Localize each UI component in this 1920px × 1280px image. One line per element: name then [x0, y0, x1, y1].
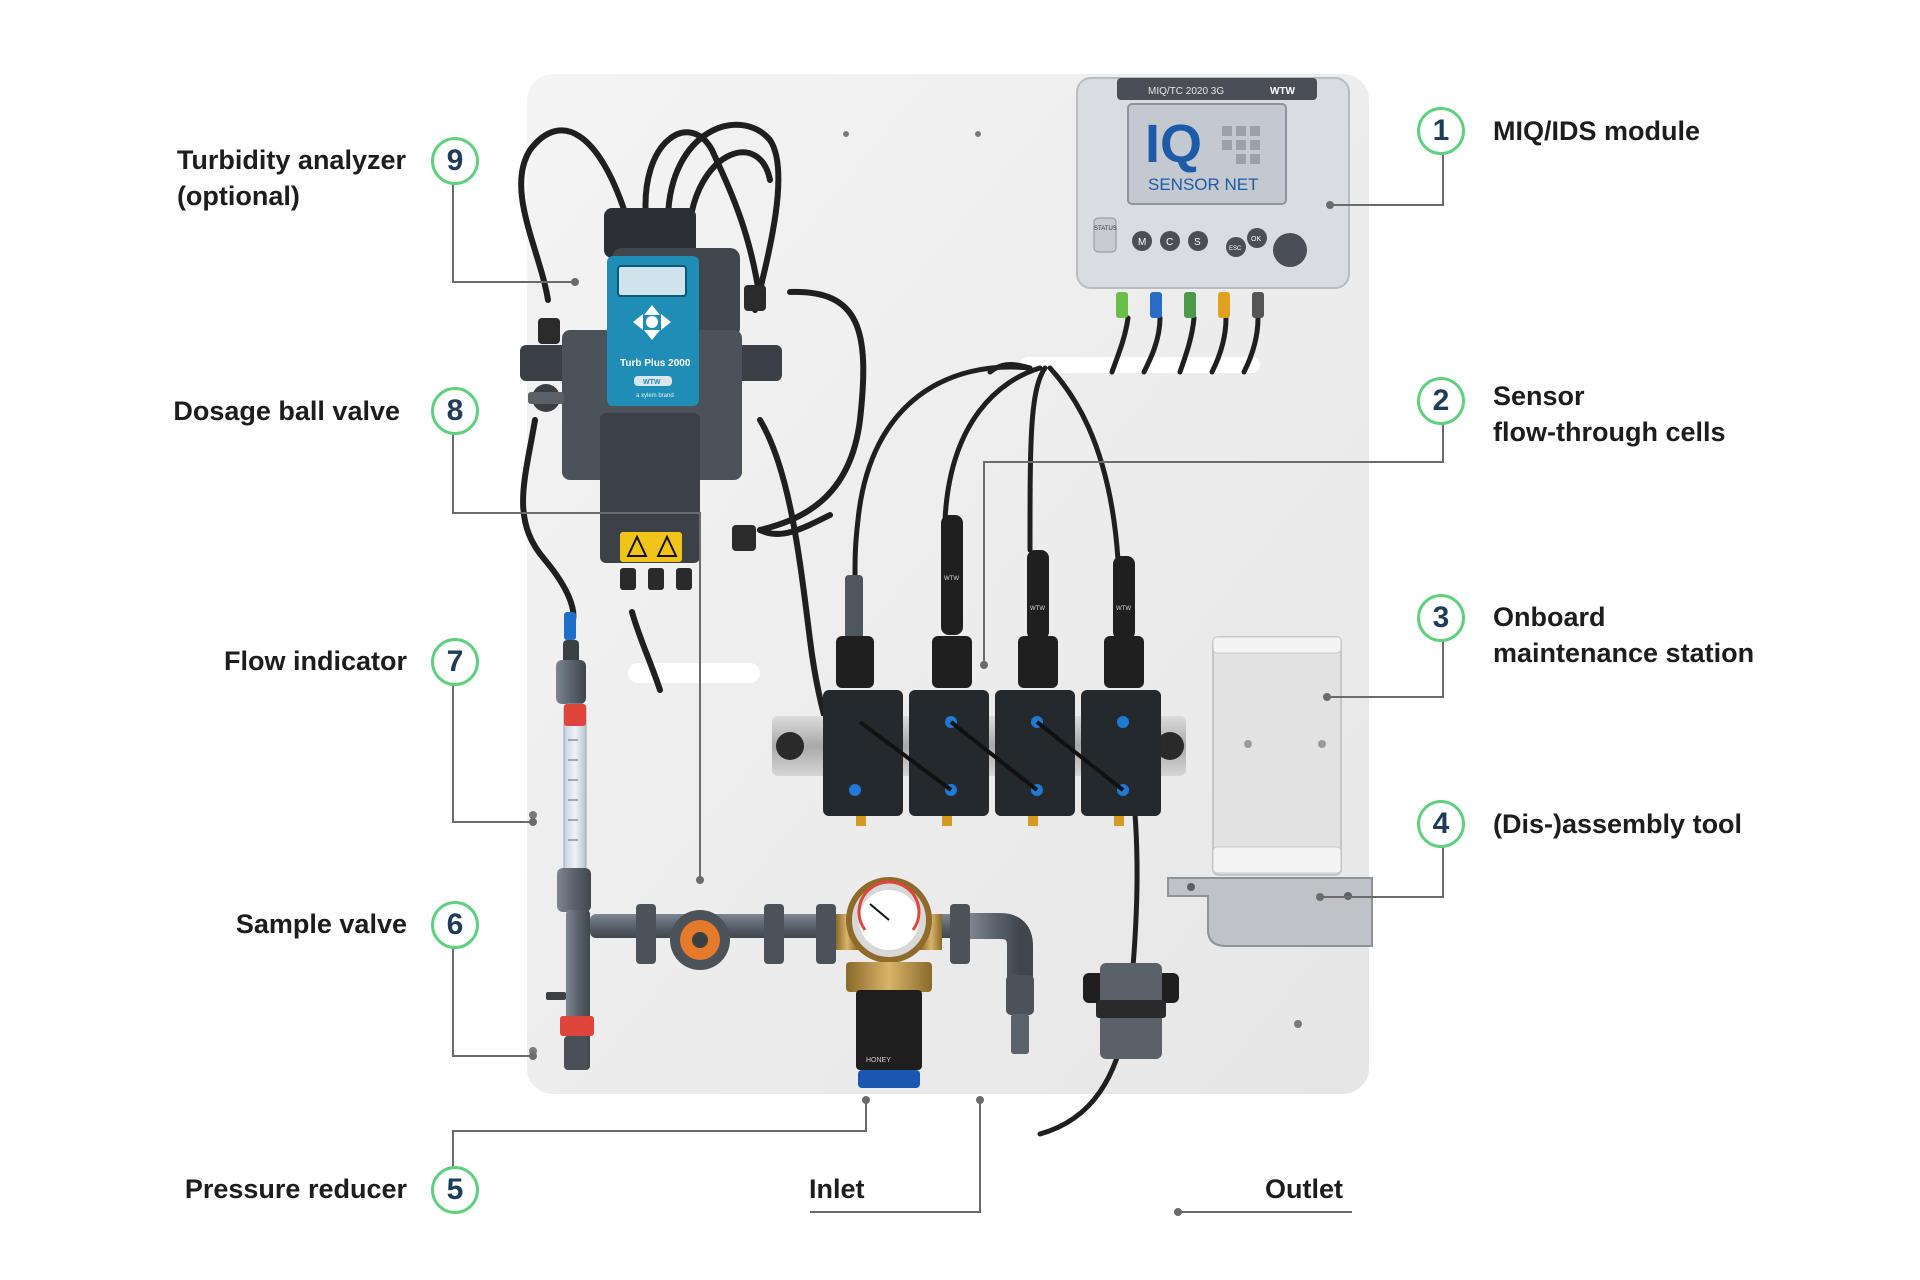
- status-key-label: STATUS: [1094, 226, 1117, 232]
- label-line: Flow indicator: [223, 646, 407, 676]
- panel-slot: [1020, 357, 1260, 373]
- label-line: MIQ/IDS module: [1493, 116, 1701, 146]
- callout-badge-8: 8: [431, 387, 479, 435]
- warning-icon: [620, 532, 682, 562]
- callout-badge-1: 1: [1417, 107, 1465, 155]
- callout-badge-3: 3: [1417, 594, 1465, 642]
- key-esc-label: ESC: [1229, 246, 1242, 252]
- sensor-flow-cells: [823, 690, 1161, 826]
- iq-logo-text: IQ: [1145, 114, 1202, 174]
- analyzer-fittings: [538, 285, 766, 551]
- label-disassembly-tool: (Dis-)assembly tool: [1493, 806, 1742, 842]
- analyzer-display: [617, 265, 687, 297]
- cable-glands: [620, 568, 692, 590]
- label-line: maintenance station: [1493, 638, 1755, 668]
- controller-connectors: [1116, 292, 1264, 318]
- label-line: Onboard: [1493, 602, 1606, 632]
- label-miq-ids-module: MIQ/IDS module: [1493, 113, 1700, 149]
- key-s[interactable]: [1188, 231, 1208, 251]
- rail-knob-icon[interactable]: [776, 732, 804, 760]
- sample-valve-icon[interactable]: [546, 992, 566, 1000]
- sensor-net-text: SENSOR NET: [1148, 175, 1259, 194]
- callout-badge-4: 4: [1417, 800, 1465, 848]
- label-maintenance-station: Onboard maintenance station: [1493, 599, 1754, 671]
- label-line: (Dis-)assembly tool: [1493, 809, 1743, 839]
- callout-badge-2: 2: [1417, 377, 1465, 425]
- label-line: Pressure reducer: [184, 1174, 407, 1204]
- label-pressure-reducer: Pressure reducer: [185, 1171, 407, 1207]
- label-line: Sensor: [1493, 381, 1585, 411]
- analyzer-navigation-icon[interactable]: [633, 305, 671, 340]
- analyzer-sub-text: a xylem brand: [636, 393, 674, 399]
- pipe-elbow: [950, 904, 1034, 1054]
- analyzer-brand-text: WTW: [643, 379, 661, 386]
- controller-display: [1127, 103, 1287, 205]
- pressure-reducer: HONEY: [836, 877, 942, 1088]
- probe: [941, 515, 963, 635]
- probe-label: WTW: [944, 576, 959, 582]
- callout-badge-7: 7: [431, 638, 479, 686]
- probe: [1113, 556, 1135, 640]
- probe: [1027, 550, 1049, 640]
- key-m-label: M: [1138, 237, 1146, 248]
- cell-drain-fittings: [856, 816, 1124, 826]
- navigation-pad-icon[interactable]: [1273, 233, 1307, 267]
- controller-keypad: M C S ESC OK: [1132, 228, 1307, 267]
- key-c[interactable]: [1160, 231, 1180, 251]
- logo-grid-icon: [1222, 126, 1260, 164]
- callout-badge-6: 6: [431, 901, 479, 949]
- callout-badge-5: 5: [431, 1166, 479, 1214]
- key-ok[interactable]: [1247, 228, 1267, 248]
- key-c-label: C: [1166, 237, 1173, 248]
- probe-label: WTW: [1030, 606, 1045, 612]
- panel-slot: [628, 663, 760, 683]
- leader-dots: [529, 201, 1334, 1216]
- label-sample-valve: Sample valve: [236, 906, 407, 942]
- controller-header-text: MIQ/TC 2020 3G: [1148, 86, 1224, 97]
- reducer-label-text: HONEY: [866, 1057, 891, 1064]
- key-esc[interactable]: [1226, 237, 1246, 257]
- label-inlet: Inlet: [809, 1174, 865, 1204]
- label-line: Dosage ball valve: [173, 396, 400, 426]
- key-ok-label: OK: [1251, 236, 1261, 243]
- maintenance-station: [1212, 636, 1342, 876]
- label-flow-indicator: Flow indicator: [224, 643, 407, 679]
- label-outlet: Outlet: [1265, 1174, 1343, 1204]
- flow-cell: [1081, 690, 1161, 816]
- rail-knob-icon[interactable]: [1156, 732, 1184, 760]
- sensor-probes: WTW WTW WTW: [836, 515, 1144, 688]
- dosage-ball-valve-icon[interactable]: [528, 384, 564, 412]
- flow-indicator: [556, 612, 591, 912]
- pipework: [546, 904, 990, 1070]
- miq-ids-module: MIQ/TC 2020 3G WTW IQ SENSOR NET STATUS …: [1076, 77, 1350, 318]
- label-turbidity-analyzer: Turbidity analyzer (optional): [177, 142, 406, 214]
- turbidity-analyzer: Turb Plus 2000 WTW a xylem brand: [520, 208, 782, 590]
- callout-badge-9: 9: [431, 137, 479, 185]
- outlet-funnel: [1083, 963, 1179, 1059]
- analyzer-junction-box: [600, 413, 700, 563]
- key-m[interactable]: [1132, 231, 1152, 251]
- analyzer-model-text: Turb Plus 2000: [620, 358, 691, 369]
- probe-label: WTW: [1116, 606, 1131, 612]
- label-line: flow-through cells: [1493, 417, 1726, 447]
- label-line: (optional): [176, 181, 300, 211]
- flow-cell: [823, 690, 903, 816]
- label-dosage-ball-valve: Dosage ball valve: [173, 393, 400, 429]
- flow-cell: [995, 690, 1075, 816]
- flow-cell: [909, 690, 989, 816]
- label-line: Turbidity analyzer: [176, 145, 406, 175]
- label-sensor-flow-cells: Sensor flow-through cells: [1493, 378, 1726, 450]
- status-key[interactable]: [1093, 217, 1117, 253]
- label-line: Sample valve: [235, 909, 407, 939]
- probe: [845, 575, 863, 639]
- key-s-label: S: [1194, 237, 1201, 248]
- controller-brand-text: WTW: [1270, 86, 1296, 97]
